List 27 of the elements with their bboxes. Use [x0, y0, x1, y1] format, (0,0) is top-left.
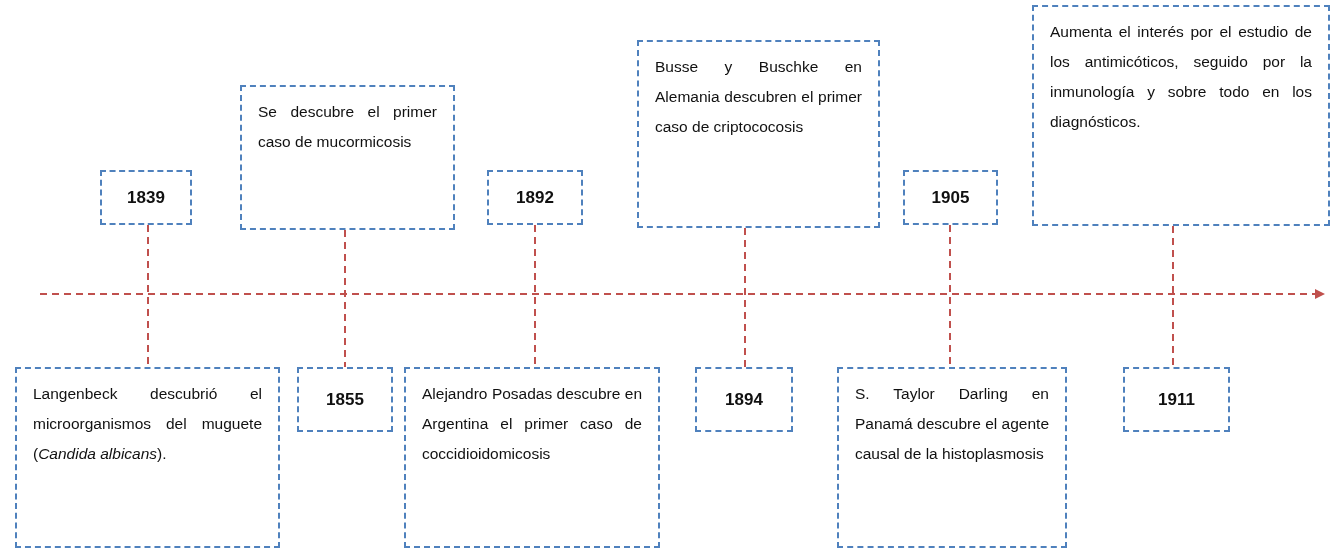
event-description: Se descubre el primer caso de mucormicosis — [258, 102, 437, 152]
event-description: S. Taylor Darling en Panamá descubre el agente causal de la histoplasmosis — [855, 384, 1049, 464]
event-description: Alejandro Posadas descubre en Argentina el primer caso de coccidioidomicosis — [422, 384, 642, 464]
event-box — [240, 85, 455, 230]
connector-line — [344, 229, 346, 368]
connector-line — [744, 227, 746, 368]
event-description: Aumenta el interés por el estudio de los antimicóticos, seguido por la inmunología y sobre todo en los diagnósticos. — [1050, 22, 1312, 132]
year-box — [297, 367, 393, 432]
event-box — [15, 367, 280, 548]
event-box — [637, 40, 880, 228]
year-label: 1892 — [516, 187, 554, 208]
year-label: 1905 — [931, 187, 970, 208]
event-description: Langenbeck descubrió el microorganismos del muguete (Candida albicans). — [33, 384, 262, 464]
year-box — [695, 367, 793, 432]
year-box — [903, 170, 998, 225]
year-box — [487, 170, 583, 225]
event-box — [404, 367, 660, 548]
year-label: 1894 — [725, 389, 763, 410]
year-box — [100, 170, 192, 225]
connector-line — [1172, 225, 1174, 368]
year-box — [1123, 367, 1230, 432]
event-box — [1032, 5, 1330, 226]
year-label: 1839 — [127, 187, 165, 208]
event-description: Busse y Buschke en Alemania descubren el primer caso de criptococosis — [655, 57, 862, 137]
year-label: 1911 — [1158, 389, 1195, 410]
event-box — [837, 367, 1067, 548]
year-label: 1855 — [326, 389, 364, 410]
